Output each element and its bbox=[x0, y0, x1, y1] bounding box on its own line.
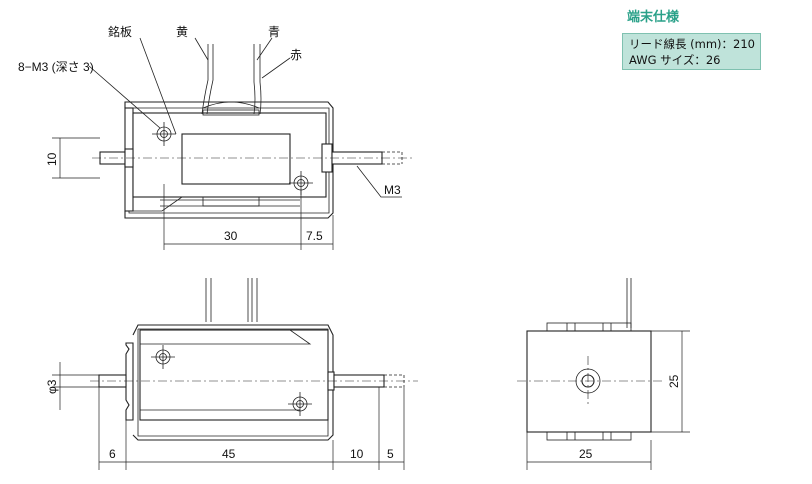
dim-front-right-shaft: 10 bbox=[350, 447, 364, 461]
blue-lead bbox=[253, 44, 256, 115]
label-screw-holes: 8−M3 (深さ 3) bbox=[18, 60, 94, 74]
label-red-lead: 赤 bbox=[290, 48, 302, 62]
dim-side-width: 25 bbox=[579, 447, 593, 461]
spec-title: 端末仕様 bbox=[627, 9, 680, 24]
dim-top-shaft-offset: 7.5 bbox=[306, 229, 323, 243]
dim-front-shaft-dia: φ3 bbox=[45, 379, 59, 394]
dim-front-right-end: 5 bbox=[387, 447, 394, 461]
spec-lead-length: リード線長 (mm)：210 bbox=[629, 37, 755, 51]
red-lead bbox=[259, 44, 262, 115]
label-yellow-lead: 黄 bbox=[176, 25, 188, 39]
dim-front-left-shaft: 6 bbox=[109, 447, 116, 461]
front-view bbox=[52, 278, 418, 470]
screw-hole bbox=[152, 122, 176, 146]
dim-front-body-length: 45 bbox=[222, 447, 236, 461]
spec-awg-size: AWG サイズ：26 bbox=[629, 53, 721, 67]
nameplate-plate bbox=[181, 133, 291, 185]
side-view bbox=[517, 278, 690, 470]
dim-top-body-length: 30 bbox=[224, 229, 238, 243]
spec-box: リード線長 (mm)：210 AWG サイズ：26 bbox=[622, 33, 761, 70]
top-view bbox=[52, 37, 412, 250]
label-blue-lead: 青 bbox=[268, 25, 280, 39]
screw-hole bbox=[288, 392, 312, 416]
dim-top-height: 10 bbox=[45, 152, 59, 166]
dim-side-height: 25 bbox=[667, 374, 681, 388]
label-thread: M3 bbox=[384, 183, 401, 197]
label-nameplate: 銘板 bbox=[108, 24, 132, 39]
yellow-lead bbox=[201, 44, 209, 115]
screw-hole bbox=[151, 345, 175, 369]
